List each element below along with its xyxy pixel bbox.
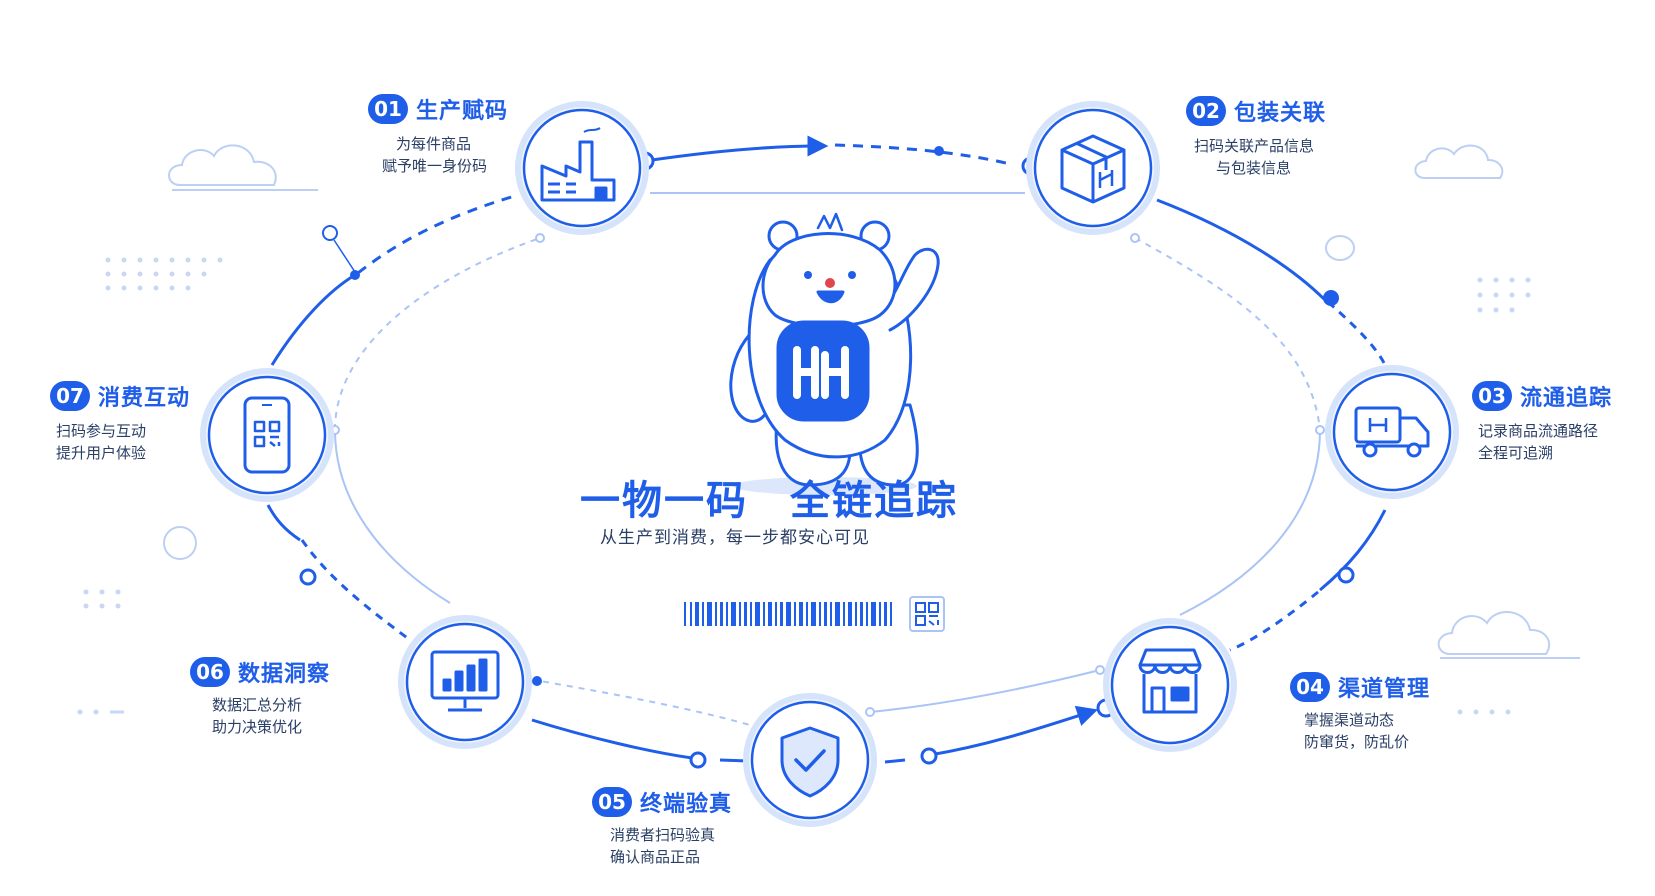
truck-icon [1354, 406, 1430, 458]
step-desc-line: 确认商品正品 [610, 848, 701, 866]
step-label-03: 03 流通追踪 记录商品流通路径 全程可追溯 [1472, 380, 1612, 464]
step-node-01 [515, 101, 649, 235]
step-title: 流通追踪 [1520, 386, 1613, 411]
main-title: 一物一码 全链追踪 [580, 478, 958, 524]
step-number-badge: 03 [1472, 381, 1512, 411]
step-title: 消费互动 [98, 386, 191, 411]
step-desc-line: 防窜货，防乱价 [1304, 733, 1410, 751]
step-label-04: 04 渠道管理 掌握渠道动态 防窜货，防乱价 [1290, 671, 1430, 753]
cloud-left [168, 144, 318, 191]
subtitle: 从生产到消费，每一步都安心可见 [600, 528, 870, 548]
step-number-badge: 01 [368, 94, 408, 124]
step-title: 终端验真 [640, 792, 733, 817]
factory-icon [540, 127, 616, 202]
step-desc-line: 全程可追溯 [1478, 444, 1554, 462]
cloud-right-bottom [1437, 611, 1580, 659]
step-number-badge: 07 [50, 381, 90, 411]
step-desc-line: 扫码参与互动 [56, 422, 147, 440]
step-desc-line: 消费者扫码验真 [610, 826, 716, 844]
step-title: 渠道管理 [1338, 677, 1431, 702]
shield-check-icon [780, 726, 840, 798]
qr-code-icon [909, 596, 945, 632]
monitor-chart-icon [430, 650, 500, 712]
step-number-badge: 06 [190, 657, 230, 687]
outer-flow-path [266, 135, 1387, 764]
step-number-badge: 04 [1290, 672, 1330, 702]
step-number-badge: 02 [1186, 96, 1226, 126]
store-icon [1138, 648, 1202, 714]
inner-flow-path [334, 192, 1321, 729]
step-title: 包装关联 [1234, 101, 1327, 126]
step-desc-line: 数据汇总分析 [212, 696, 303, 714]
step-label-02: 02 包装关联 扫码关联产品信息 与包装信息 [1186, 95, 1326, 179]
inner-path-dots [330, 233, 1325, 717]
deco-ring-left [163, 526, 197, 560]
step-label-07: 07 消费互动 扫码参与互动 提升用户体验 [50, 380, 190, 464]
step-desc-line: 与包装信息 [1216, 159, 1292, 177]
step-node-05 [743, 693, 877, 827]
deco-ring-right [1325, 235, 1355, 261]
step-node-04 [1103, 618, 1237, 752]
step-desc-line: 扫码关联产品信息 [1194, 137, 1315, 155]
step-node-07 [200, 368, 334, 502]
step-number-badge: 05 [592, 787, 632, 817]
step-title: 生产赋码 [416, 99, 509, 124]
step-desc-line: 提升用户体验 [56, 444, 147, 462]
step-desc-line: 为每件商品 [396, 135, 472, 153]
step-desc-line: 记录商品流通路径 [1478, 422, 1599, 440]
step-desc-line: 掌握渠道动态 [1304, 711, 1395, 729]
step-label-01: 01 生产赋码 为每件商品 赋予唯一身份码 [368, 93, 508, 177]
dot-grid-right [1457, 277, 1531, 715]
cloud-right-top [1414, 144, 1504, 179]
bear-mascot-icon [729, 212, 940, 495]
step-label-06: 06 数据洞察 数据汇总分析 助力决策优化 [190, 656, 330, 738]
step-node-03 [1325, 365, 1459, 499]
barcode-icon [684, 602, 892, 626]
step-title: 数据洞察 [238, 662, 331, 687]
dot-grid-left [77, 257, 223, 715]
step-desc-line: 赋予唯一身份码 [382, 157, 488, 175]
step-label-05: 05 终端验真 消费者扫码验真 确认商品正品 [592, 786, 732, 868]
step-desc-line: 助力决策优化 [212, 718, 303, 736]
package-icon [1060, 134, 1126, 204]
phone-qr-icon [243, 396, 291, 474]
deco-pin-left [322, 225, 356, 273]
step-node-02 [1026, 101, 1160, 235]
step-node-06 [398, 615, 532, 749]
